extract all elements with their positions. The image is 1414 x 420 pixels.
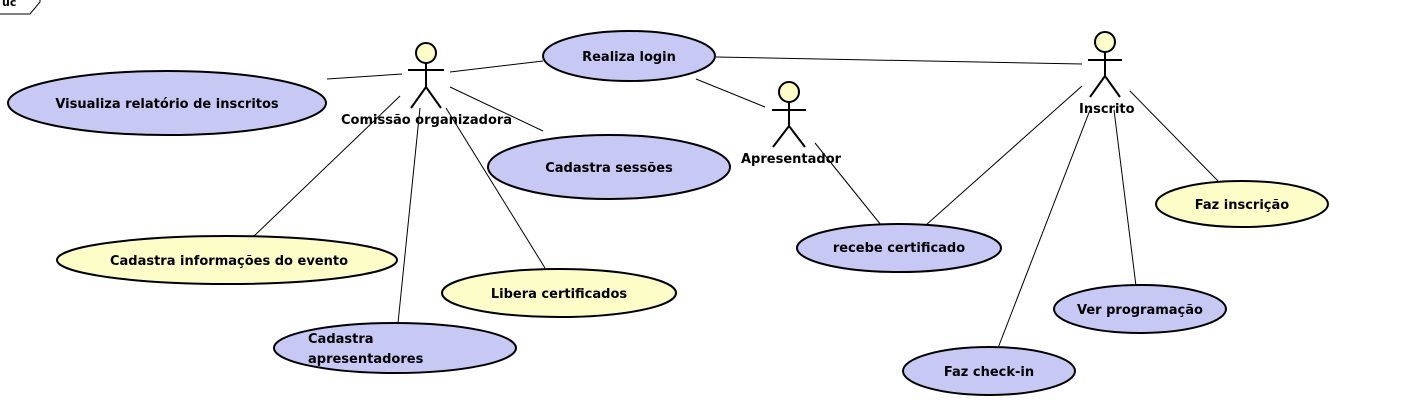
use-case-label: Visualiza relatório de inscritos xyxy=(55,97,279,112)
assoc-login-inscrito xyxy=(715,56,1083,65)
actor-apresentador[interactable]: Apresentador xyxy=(741,81,842,167)
use-case-label: Faz check-in xyxy=(944,365,1034,380)
frame-label: uc xyxy=(2,0,16,9)
actor-head xyxy=(778,81,800,103)
actor-label: Apresentador xyxy=(741,152,842,167)
use-case-cadastra-apresentadores[interactable]: Cadastra apresentadores xyxy=(273,322,517,374)
assoc-login-apresentador xyxy=(695,78,766,108)
actor-head xyxy=(1094,31,1116,53)
use-case-label: Realiza login xyxy=(582,50,676,65)
assoc-apresentador-certificado xyxy=(814,142,882,226)
use-case-label: Faz inscrição xyxy=(1195,198,1289,213)
use-case-label: Cadastra sessões xyxy=(545,161,673,176)
assoc-comissao-libera xyxy=(445,107,546,269)
associations xyxy=(251,56,1220,349)
use-case-recebe-certificado[interactable]: recebe certificado xyxy=(796,223,1002,273)
use-case-visualiza-relatorio[interactable]: Visualiza relatório de inscritos xyxy=(7,70,327,136)
assoc-comissao-informacoes xyxy=(251,95,401,239)
actor-inscrito[interactable]: Inscrito xyxy=(1079,31,1135,117)
use-case-label: apresentadores xyxy=(308,352,424,367)
use-case-cadastra-sessoes[interactable]: Cadastra sessões xyxy=(487,134,731,200)
use-case-cadastra-informacoes[interactable]: Cadastra informações do evento xyxy=(56,235,398,285)
use-case-label: recebe certificado xyxy=(833,241,965,256)
use-case-label: Cadastra informações do evento xyxy=(110,254,348,269)
use-case-label: Cadastra xyxy=(308,332,374,347)
frame-tag: uc xyxy=(0,0,41,15)
assoc-inscrito-programacao xyxy=(1113,109,1137,287)
assoc-comissao-sessoes xyxy=(449,86,544,132)
actor-comissao-organizadora[interactable]: Comissão organizadora xyxy=(341,42,512,128)
actor-label: Comissão organizadora xyxy=(341,113,512,128)
assoc-inscrito-certificado xyxy=(925,85,1083,226)
assoc-comissao-login xyxy=(449,60,544,73)
actor-head xyxy=(415,42,437,64)
use-case-ver-programacao[interactable]: Ver programação xyxy=(1053,284,1227,334)
actor-label: Inscrito xyxy=(1079,102,1135,117)
assoc-comissao-apresentadores xyxy=(397,107,421,324)
use-case-libera-certificados[interactable]: Libera certificados xyxy=(441,268,677,318)
use-case-label: Ver programação xyxy=(1077,303,1203,318)
assoc-inscrito-checkin xyxy=(997,109,1091,349)
use-case-faz-check-in[interactable]: Faz check-in xyxy=(902,346,1076,396)
use-case-label: Libera certificados xyxy=(491,287,628,302)
use-case-faz-inscricao[interactable]: Faz inscrição xyxy=(1155,180,1329,228)
use-case-realiza-login[interactable]: Realiza login xyxy=(542,30,716,82)
assoc-inscrito-inscricao xyxy=(1129,90,1220,183)
assoc-comissao-relatorio xyxy=(326,73,403,80)
